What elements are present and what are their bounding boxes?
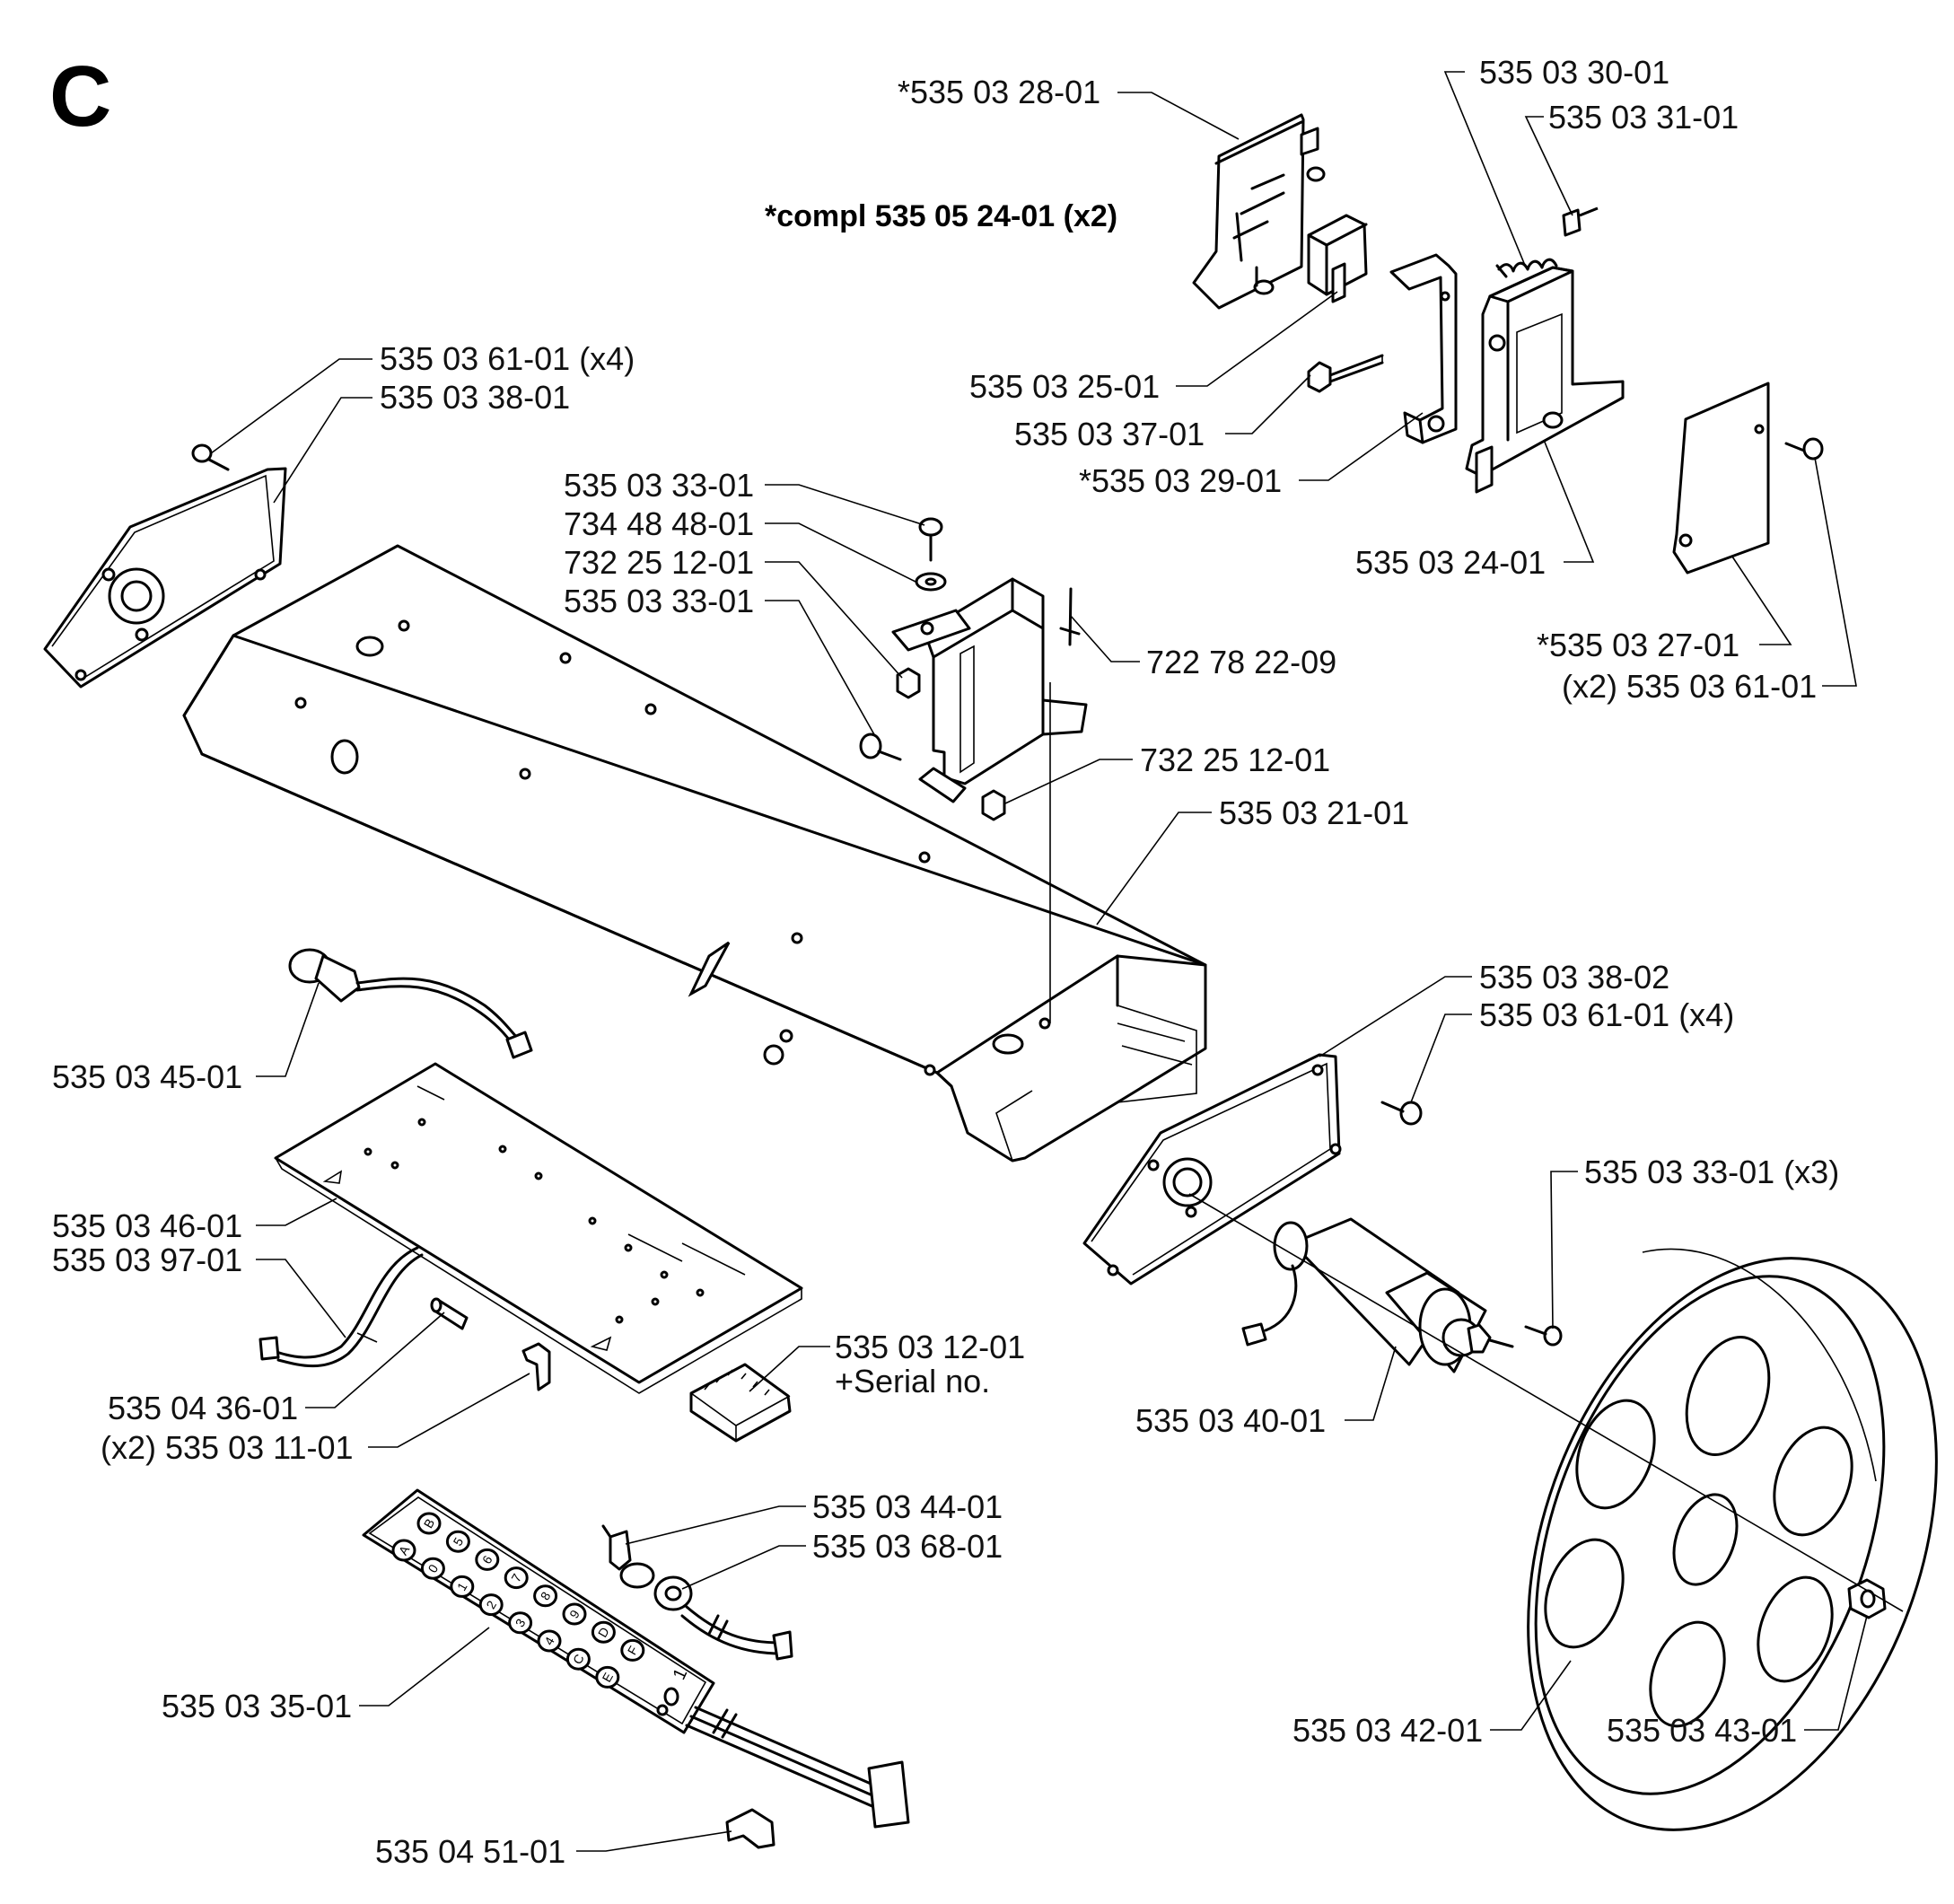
keypad-key-circle — [565, 1647, 591, 1671]
callout-connector-68: 535 03 68-01 — [812, 1528, 1003, 1565]
keypad-key-circle — [537, 1629, 562, 1653]
chip-12 — [689, 1363, 792, 1443]
keypad-key-circle — [416, 1512, 442, 1535]
leader-lines — [210, 71, 1868, 1852]
left-end-plate — [43, 467, 287, 689]
callout-chip-12: 535 03 12-01 — [835, 1329, 1025, 1365]
keypad-key-circle — [591, 1620, 616, 1644]
bracket-screw-side — [859, 733, 902, 761]
callout-jack-connector: 535 03 45-01 — [52, 1058, 242, 1095]
callout-motor-screw-x3: 535 03 33-01 (x3) — [1584, 1154, 1839, 1190]
axis-line — [1188, 1193, 1904, 1612]
callout-housing-24: 535 03 24-01 — [1355, 544, 1546, 581]
callout-bracket-nut-upper: 732 25 12-01 — [564, 544, 754, 581]
connector-68 — [653, 1575, 793, 1661]
callout-left-end-plate: 535 03 38-01 — [380, 379, 570, 416]
keypad-key-circle — [504, 1566, 529, 1590]
kit-note: *compl 535 05 24-01 (x2) — [765, 199, 1117, 233]
keypad-cable — [685, 1706, 910, 1829]
callout-screw-right-plate-x4: 535 03 61-01 (x4) — [1479, 996, 1734, 1033]
callout-screw-left-x4: 535 03 61-01 (x4) — [380, 340, 635, 377]
bracket-washer — [915, 572, 947, 592]
callout-clip-31: 535 03 31-01 — [1548, 99, 1739, 136]
callout-keypad: 535 03 35-01 — [162, 1688, 352, 1724]
pin-722 — [1049, 587, 1081, 1023]
callout-clip-51: 535 04 51-01 — [375, 1833, 565, 1870]
callout-circuit-board: 535 03 46-01 — [52, 1207, 242, 1244]
callout-chip-12-serial: +Serial no. — [835, 1363, 990, 1399]
side-plate-28 — [1192, 113, 1326, 310]
bracket-screw-top — [918, 517, 943, 562]
callout-main-housing: 535 03 21-01 — [1219, 794, 1409, 831]
circuit-board — [274, 1062, 803, 1394]
keypad-key-circle — [595, 1665, 620, 1689]
clip-51 — [725, 1808, 775, 1849]
clip-31 — [1562, 206, 1599, 237]
keypad-key-circle — [445, 1530, 470, 1553]
screw-left — [191, 443, 230, 471]
toggle-44 — [601, 1524, 655, 1589]
callout-fuse-36: 535 04 36-01 — [108, 1390, 298, 1426]
callout-right-end-plate: 535 03 38-02 — [1479, 959, 1669, 996]
screw-37 — [1307, 354, 1384, 393]
housing-24 — [1465, 266, 1625, 494]
callout-cover-27: *535 03 27-01 — [1537, 627, 1739, 663]
callout-screw-right-top: (x2) 535 03 61-01 — [1562, 668, 1817, 705]
keypad-key-circle — [620, 1638, 645, 1662]
keypad-key-circle — [562, 1602, 587, 1626]
board-cable — [258, 1246, 424, 1368]
callout-wheel-nut: 535 03 43-01 — [1607, 1712, 1797, 1749]
clip-11 — [521, 1342, 551, 1391]
keypad-key-circle — [508, 1611, 533, 1635]
callout-micro-switch: 535 03 25-01 — [969, 368, 1160, 405]
callout-bracket-nut-lower: 732 25 12-01 — [1140, 741, 1330, 778]
keypad-key-circle — [450, 1575, 475, 1598]
bracket-nut-upper — [896, 667, 921, 699]
keypad-key-circle — [420, 1557, 445, 1580]
callout-side-plate-28: *535 03 28-01 — [898, 74, 1100, 110]
callout-wheel: 535 03 42-01 — [1292, 1712, 1483, 1749]
callout-spring-30: 535 03 30-01 — [1479, 54, 1669, 91]
callout-board-cable: 535 03 97-01 — [52, 1242, 242, 1278]
keypad-key-circle — [533, 1584, 558, 1608]
callout-pin-722: 722 78 22-09 — [1146, 644, 1336, 680]
relay-bracket — [891, 577, 1088, 803]
callout-toggle-44: 535 03 44-01 — [812, 1488, 1003, 1525]
keypad-key-circle — [475, 1548, 500, 1571]
bracket-nut-lower — [981, 789, 1006, 821]
cover-27 — [1672, 382, 1770, 575]
callout-clip-11: (x2) 535 03 11-01 — [101, 1429, 354, 1466]
section-letter: C — [49, 48, 111, 145]
keypad-key-circle — [478, 1593, 504, 1617]
jack-connector — [288, 948, 533, 1059]
callout-bracket-washer: 734 48 48-01 — [564, 505, 754, 542]
spring-30 — [1495, 258, 1558, 278]
callout-screw-37: 535 03 37-01 — [1014, 416, 1205, 452]
motor-screw — [1524, 1325, 1563, 1347]
callout-bracket-screw-side: 535 03 33-01 — [564, 583, 754, 619]
screw-right-top — [1784, 437, 1824, 461]
wheel — [1527, 1248, 1938, 1831]
fuse-36 — [430, 1297, 469, 1330]
keypad-key-circle — [391, 1539, 416, 1562]
right-end-plate — [1082, 1053, 1342, 1285]
bracket-29 — [1389, 253, 1458, 444]
callout-bracket-screw-top: 535 03 33-01 — [564, 467, 754, 504]
screw-right-plate — [1380, 1101, 1423, 1126]
motor — [1241, 1217, 1514, 1373]
callout-motor: 535 03 40-01 — [1135, 1402, 1326, 1439]
main-housing — [182, 544, 1207, 1163]
callout-bracket-29: *535 03 29-01 — [1079, 462, 1282, 499]
micro-switch — [1307, 214, 1368, 303]
